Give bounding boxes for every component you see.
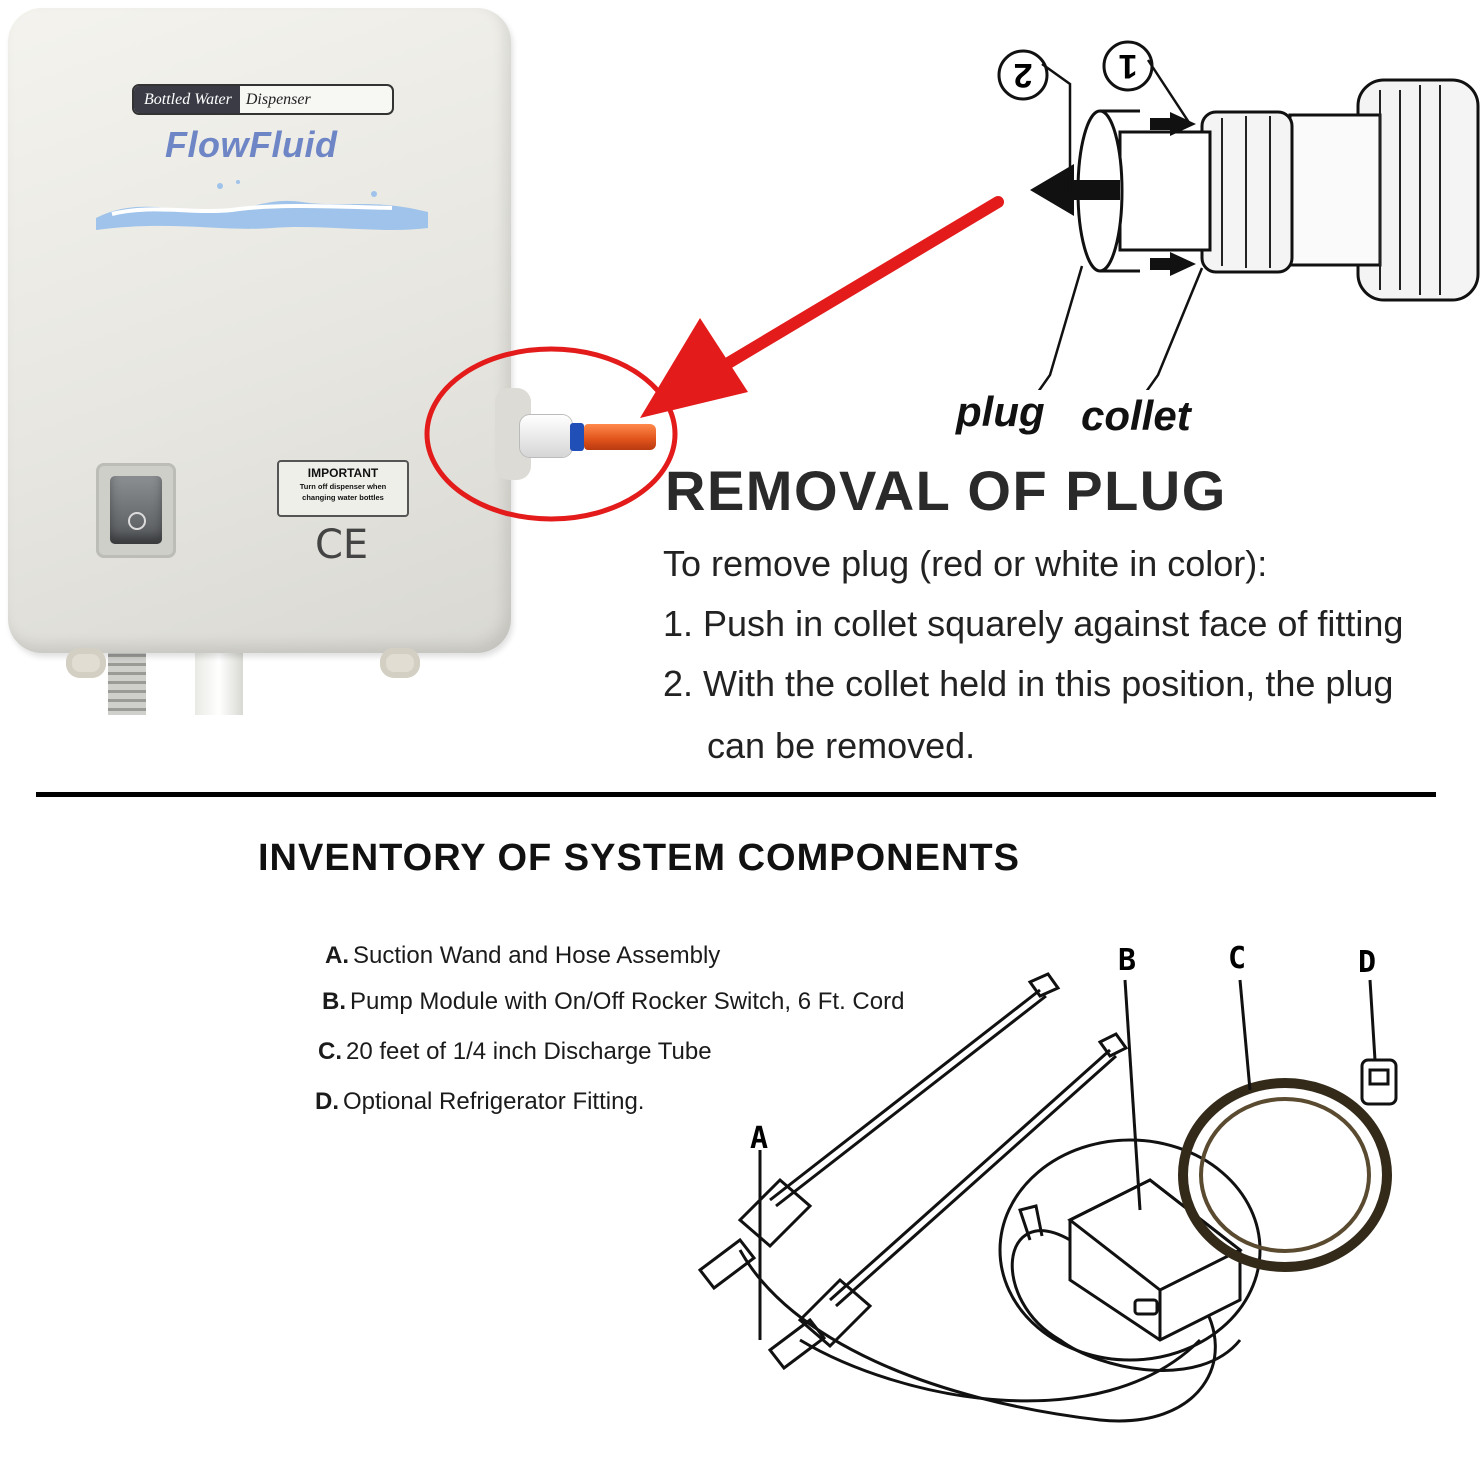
- inventory-title: INVENTORY OF SYSTEM COMPONENTS: [258, 837, 1020, 879]
- important-title: IMPORTANT: [307, 466, 379, 480]
- red-arrow-shaft: [714, 196, 1004, 374]
- inventory-item-letter: A.: [325, 942, 349, 969]
- inventory-item-letter: C.: [318, 1038, 342, 1065]
- collet-label: collet: [1081, 392, 1191, 439]
- brand-logo: FlowFluid: [165, 124, 338, 165]
- ce-mark: CE: [315, 522, 369, 568]
- inventory-item-text: 20 feet of 1/4 inch Discharge Tube: [346, 1038, 712, 1065]
- push-fit-connector: [520, 415, 572, 457]
- removal-step-2-line-2: can be removed.: [707, 725, 976, 766]
- diagram-label-b: B: [1118, 943, 1136, 978]
- fitting-diagram: 2 1: [997, 40, 1480, 390]
- red-arrow-head-icon: [640, 318, 748, 418]
- important-line-2: changing water bottles: [302, 493, 384, 502]
- red-plug: [584, 424, 656, 450]
- plug-label: plug: [956, 388, 1045, 435]
- important-line-1: Turn off dispenser when: [299, 482, 387, 491]
- push-arrow-icon-bottom: [1150, 252, 1196, 276]
- push-arrow-icon-top: [1150, 112, 1196, 136]
- removal-step-2-line-1: 2. With the collet held in this position…: [663, 663, 1394, 704]
- diagram-label-c: C: [1228, 941, 1246, 976]
- callout-2-text: 2: [1014, 56, 1033, 94]
- inventory-item-text: Pump Module with On/Off Rocker Switch, 6…: [350, 988, 905, 1015]
- removal-intro: To remove plug (red or white in color):: [663, 543, 1268, 584]
- water-wave-graphic: [96, 180, 428, 230]
- important-sticker: IMPORTANT Turn off dispenser when changi…: [277, 460, 409, 517]
- product-label-plate: Bottled Water Dispenser: [132, 84, 394, 115]
- inventory-item-letter: B.: [322, 988, 346, 1015]
- power-symbol-icon: [128, 512, 146, 530]
- diagram-label-d: D: [1358, 945, 1376, 980]
- collet-ring: [570, 423, 584, 451]
- pull-arrow-icon: [1030, 164, 1120, 216]
- removal-step-1: 1. Push in collet squarely against face …: [663, 603, 1404, 644]
- inventory-item-d: D.Optional Refrigerator Fitting.: [315, 1088, 644, 1116]
- highlight-overlay: [424, 196, 1004, 522]
- diagram-label-a: A: [750, 1121, 768, 1156]
- callout-2-circle: [997, 49, 1049, 101]
- inventory-item-text: Suction Wand and Hose Assembly: [353, 942, 721, 969]
- pump-photo: Bottled Water Dispenser FlowFluid IMPORT…: [0, 0, 660, 720]
- plate-left-text: Bottled Water: [134, 86, 240, 113]
- inventory-item-b: B.Pump Module with On/Off Rocker Switch,…: [322, 988, 904, 1016]
- outlet-tube: [195, 648, 243, 715]
- mounting-lug-right: [380, 648, 420, 678]
- inventory-item-text: Optional Refrigerator Fitting.: [343, 1088, 645, 1115]
- components-diagram: A B C D: [697, 941, 1398, 1423]
- mounting-lug-left: [66, 648, 106, 678]
- inventory-item-a: A.Suction Wand and Hose Assembly: [325, 942, 720, 970]
- highlight-circle: [424, 346, 678, 522]
- removal-title: REMOVAL OF PLUG: [665, 459, 1227, 522]
- pump-housing: [8, 8, 511, 653]
- callout-1-text: 1: [1119, 47, 1138, 85]
- section-divider: [36, 792, 1436, 797]
- power-cord: [108, 648, 146, 715]
- rocker-switch: [110, 476, 162, 544]
- inventory-item-letter: D.: [315, 1088, 339, 1115]
- plate-right-text: Dispenser: [245, 90, 311, 108]
- inventory-item-c: C.20 feet of 1/4 inch Discharge Tube: [318, 1038, 712, 1066]
